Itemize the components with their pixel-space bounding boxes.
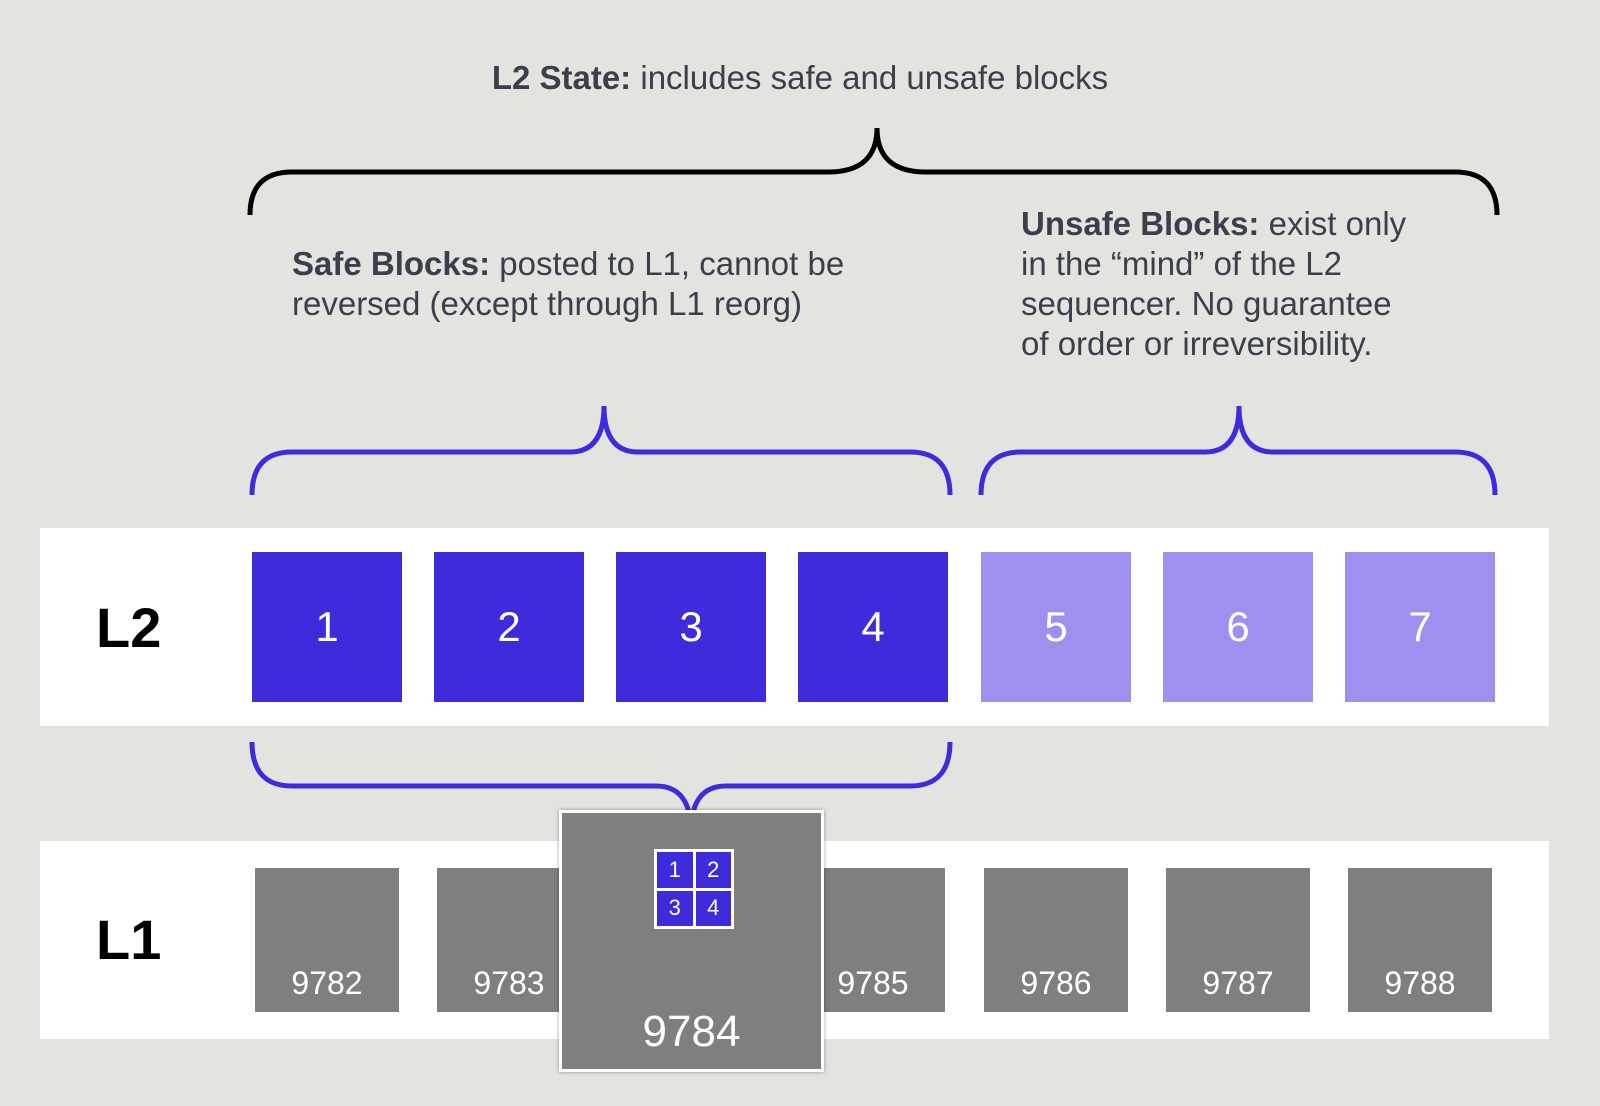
l2-block: 3 — [616, 552, 766, 702]
batch-item: 1 — [657, 852, 693, 888]
unsafe-blocks-caption: Unsafe Blocks: exist only in the “mind” … — [1021, 204, 1406, 364]
l2-state-brace — [247, 127, 1500, 216]
l2-block: 2 — [434, 552, 584, 702]
unsafe-blocks-line2: in the “mind” of the L2 — [1021, 245, 1343, 282]
l2-state-title: L2 State: — [491, 59, 632, 96]
safe-blocks-caption: Safe Blocks: posted to L1, cannot be rev… — [292, 244, 844, 324]
l1-block: 9786 — [984, 868, 1128, 1012]
batch-item: 2 — [695, 852, 731, 888]
safe-blocks-line2: reversed (except through L1 reorg) — [292, 285, 802, 322]
l1-block: 9783 — [437, 868, 581, 1012]
unsafe-blocks-brace — [978, 405, 1498, 496]
l1-block: 9787 — [1166, 868, 1310, 1012]
safe-blocks-title: Safe Blocks: — [292, 245, 491, 282]
l1-block: 9788 — [1348, 868, 1492, 1012]
l1-block: 9785 — [801, 868, 945, 1012]
l2-block: 1 — [252, 552, 402, 702]
l2-block: 5 — [981, 552, 1131, 702]
unsafe-blocks-line4: of order or irreversibility. — [1021, 325, 1373, 362]
l2-lane-label: L2 — [96, 596, 162, 659]
l2-block: 7 — [1345, 552, 1495, 702]
safe-blocks-brace — [249, 405, 953, 496]
batch-item: 3 — [657, 890, 693, 926]
unsafe-blocks-line1: exist only — [1259, 205, 1407, 242]
batch-block-number: 9784 — [642, 1007, 741, 1056]
l2-state-caption: L2 State: includes safe and unsafe block… — [0, 58, 1600, 98]
batch-contents-grid: 1 2 3 4 — [654, 849, 734, 929]
l2-state-description: includes safe and unsafe blocks — [631, 59, 1109, 96]
unsafe-blocks-title: Unsafe Blocks: — [1021, 205, 1260, 242]
unsafe-blocks-line3: sequencer. No guarantee — [1021, 285, 1392, 322]
l1-batch-block: 1 2 3 4 9784 — [559, 810, 824, 1072]
safe-blocks-line1: posted to L1, cannot be — [490, 245, 845, 282]
l1-block: 9782 — [255, 868, 399, 1012]
batch-item: 4 — [695, 890, 731, 926]
l2-block: 4 — [798, 552, 948, 702]
l2-block: 6 — [1163, 552, 1313, 702]
l1-lane-label: L1 — [96, 908, 162, 971]
